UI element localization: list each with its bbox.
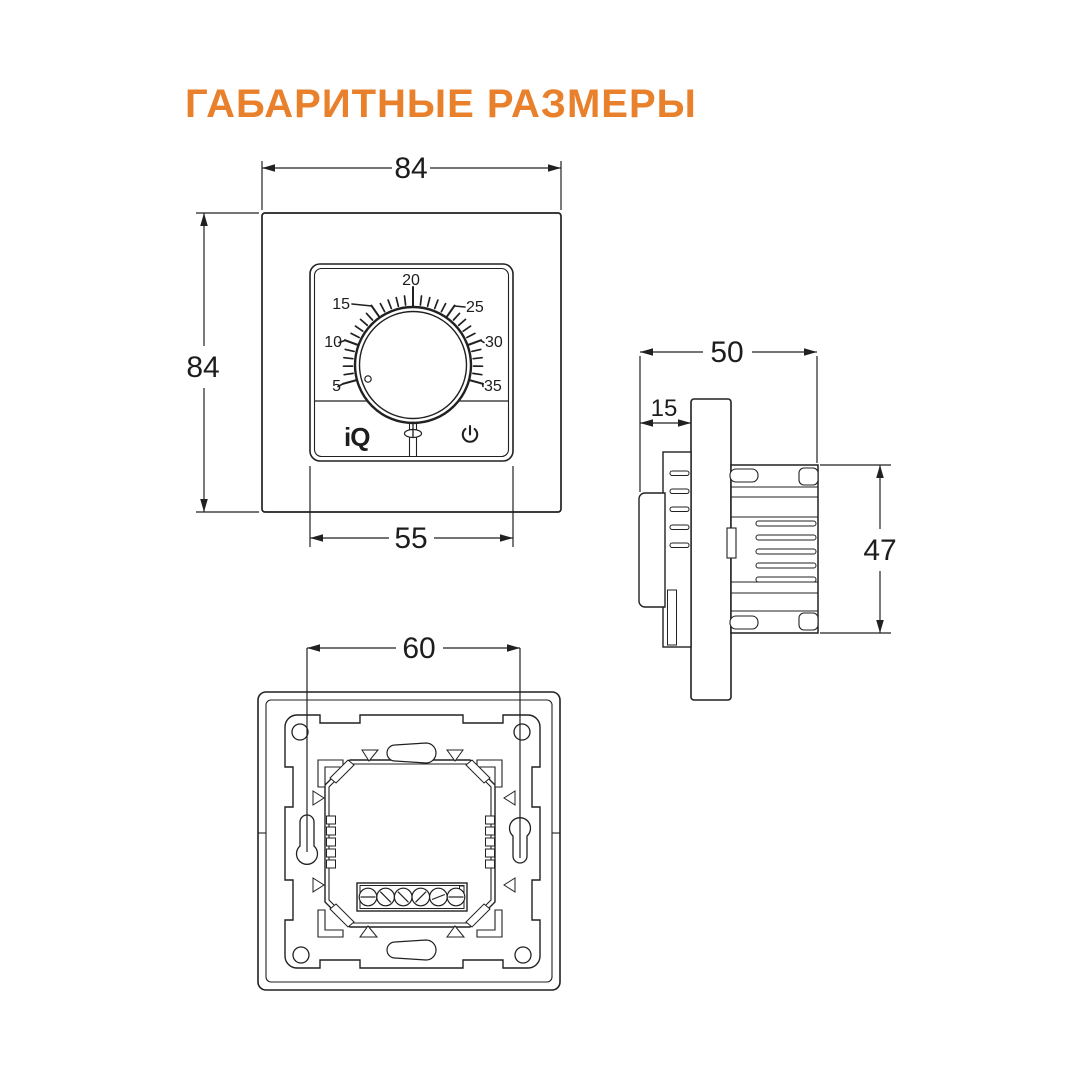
arrowhead <box>548 164 561 172</box>
back-view: 60 <box>257 632 561 991</box>
screw-hole <box>513 723 531 741</box>
clip-triangle <box>359 925 379 938</box>
clip-triangle <box>446 749 464 762</box>
mount-spacing-label: 60 <box>402 632 435 665</box>
clip-triangle <box>312 790 325 806</box>
dial-label-30: 30 <box>485 334 503 351</box>
terminal-block <box>356 882 468 912</box>
screw-hole <box>514 946 532 964</box>
arrowhead <box>262 164 275 172</box>
arrowhead <box>876 465 884 478</box>
side-depth-label: 50 <box>710 336 743 369</box>
bracket <box>476 909 503 938</box>
arrowhead <box>307 644 320 652</box>
front-width-dimension: 84 <box>261 152 562 210</box>
dial-label-5: 5 <box>332 378 341 395</box>
clip-triangle <box>503 877 516 893</box>
mounting-plate <box>284 714 541 969</box>
dial-knob-inner <box>358 310 468 420</box>
side-front-module-slots <box>669 470 690 548</box>
thermostat-module: 5 10 15 20 25 30 35 iQ <box>309 263 514 462</box>
corner-brackets <box>317 759 503 938</box>
back-inner-frame <box>265 699 553 983</box>
dial-label-20: 20 <box>402 272 420 289</box>
dial-label-35: 35 <box>484 378 502 395</box>
clip-triangle <box>361 749 380 762</box>
bracket <box>317 909 344 938</box>
clip-triangle <box>503 790 516 806</box>
corner-pad <box>329 903 355 928</box>
arrowhead <box>200 499 208 512</box>
side-slot-bottom <box>729 615 759 630</box>
module-width-label: 55 <box>394 522 427 555</box>
arrowhead <box>507 644 520 652</box>
arrowhead <box>200 213 208 226</box>
mount-slot-top <box>386 742 437 764</box>
page-title: ГАБАРИТНЫЕ РАЗМЕРЫ <box>185 82 697 126</box>
dial-scale-leaders <box>337 303 485 388</box>
corner-screw-holes <box>291 723 532 964</box>
side-knob <box>638 492 666 608</box>
screw-hole <box>291 723 309 741</box>
side-heatsink-fins <box>755 520 817 583</box>
front-width-label: 84 <box>394 152 427 185</box>
side-left-tab <box>726 527 737 559</box>
iq-brand-logo: iQ <box>344 422 370 452</box>
dial-knob <box>353 305 473 425</box>
arrowhead <box>640 348 653 356</box>
dial-label-10: 10 <box>324 334 342 351</box>
clip-triangle <box>312 877 325 893</box>
opening-edge-teeth <box>326 815 495 869</box>
side-clip-top <box>798 467 819 486</box>
side-front-depth-dimension: 15 <box>640 395 691 427</box>
dial-label-15: 15 <box>332 296 350 313</box>
side-depth-dimension: 50 <box>639 336 818 492</box>
arrowhead <box>678 419 691 427</box>
arrowhead <box>640 419 653 427</box>
dial-scale-labels: 5 10 15 20 25 30 35 <box>324 272 503 395</box>
side-front-depth-label: 15 <box>651 395 678 422</box>
mount-spacing-dimension: 60 <box>306 632 521 858</box>
arrowhead <box>310 534 323 542</box>
dial-tick-marks <box>342 286 484 385</box>
module-inner-bezel <box>313 267 510 458</box>
side-body-height-label: 47 <box>863 534 896 567</box>
screw-hole <box>292 946 310 964</box>
side-face-plate <box>690 398 732 701</box>
arrowhead <box>500 534 513 542</box>
dial-pointer-dot <box>364 375 372 383</box>
terminal-screws <box>358 887 466 907</box>
corner-pad <box>465 903 491 928</box>
side-rear-body <box>726 464 819 634</box>
front-height-dimension: 84 <box>186 212 259 513</box>
dial-label-25: 25 <box>466 299 484 316</box>
front-view: 5 10 15 20 25 30 35 iQ <box>186 152 562 555</box>
side-module-clip <box>667 589 677 646</box>
opening-clips <box>312 749 516 938</box>
front-height-label: 84 <box>186 351 219 384</box>
side-view: 50 15 47 <box>638 336 897 701</box>
arrowhead <box>876 620 884 633</box>
side-clip-bottom <box>798 612 819 631</box>
side-body-height-dimension: 47 <box>820 464 897 634</box>
corner-pad <box>329 759 355 784</box>
corner-pad <box>465 759 491 784</box>
power-icon <box>461 424 479 443</box>
mount-slot-bottom <box>386 939 437 961</box>
side-slot-top <box>729 468 759 483</box>
clip-triangle <box>446 925 466 938</box>
module-width-dimension: 55 <box>309 466 514 555</box>
arrowhead <box>804 348 817 356</box>
